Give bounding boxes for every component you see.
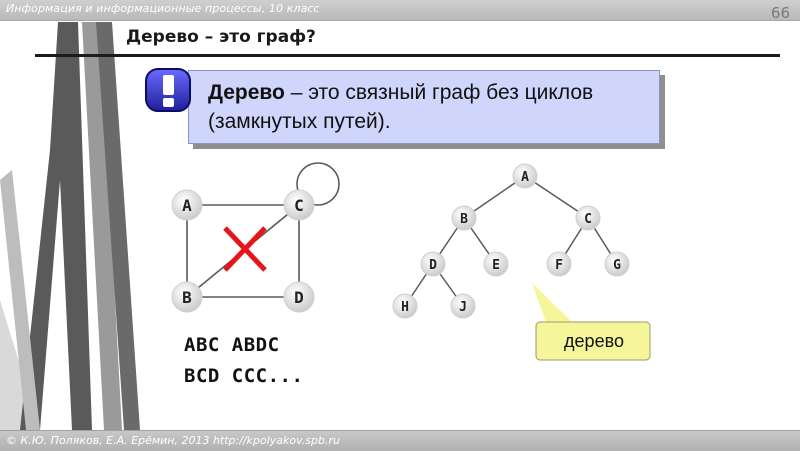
course-title: Информация и информационные процессы, 10… — [6, 2, 320, 15]
exclamation-icon — [145, 68, 191, 112]
cycle-list-line-2: BCD CCC... — [184, 365, 304, 387]
svg-text:E: E — [492, 258, 500, 273]
tree-label: дерево — [564, 331, 624, 351]
stripe-dark-1 — [20, 22, 92, 430]
slide-title: Дерево – это граф? — [126, 27, 316, 47]
graph1-node-b: B — [171, 281, 203, 313]
cycle-list-line-1: ABC ABDC — [184, 334, 280, 356]
svg-text:D: D — [429, 258, 437, 273]
svg-text:C: C — [584, 212, 592, 227]
tree-node-g: G — [604, 251, 630, 277]
stripe-gray-2 — [0, 170, 40, 430]
stripe-dark-2 — [96, 22, 140, 430]
graph1-node-d: D — [283, 281, 315, 313]
svg-text:D: D — [294, 288, 304, 307]
definition-term: Дерево — [208, 81, 285, 104]
tree-node-b: B — [451, 205, 477, 231]
svg-text:A: A — [182, 196, 192, 215]
tree-node-e: E — [483, 251, 509, 277]
definition-text: Дерево – это связный граф без циклов (за… — [208, 78, 648, 136]
page-number: 66 — [770, 4, 790, 22]
tree-node-c: C — [575, 205, 601, 231]
definition-body: – это связный граф без циклов (замкнутых… — [208, 81, 594, 133]
tree-node-f: F — [546, 251, 572, 277]
svg-text:H: H — [401, 300, 409, 315]
tree-node-j: J — [450, 293, 476, 319]
top-bar: Информация и информационные процессы, 10… — [0, 0, 800, 21]
svg-text:G: G — [613, 258, 621, 273]
svg-text:C: C — [294, 196, 304, 215]
footer-copyright: © К.Ю. Поляков, Е.А. Ерёмин, 2013 http:/… — [6, 434, 340, 447]
tree-label-bubble — [532, 283, 651, 361]
tree-edge-a-c — [524, 175, 589, 219]
graph1-node-a: A — [171, 189, 203, 221]
footer-bar: © К.Ю. Поляков, Е.А. Ерёмин, 2013 http:/… — [0, 430, 800, 451]
svg-text:B: B — [182, 288, 192, 307]
graph1-node-c: C — [283, 189, 315, 221]
title-underline — [35, 54, 780, 57]
tree-node-d: D — [420, 251, 446, 277]
svg-text:J: J — [459, 300, 467, 315]
edge-c-loop — [296, 162, 340, 206]
tree-node-h: H — [392, 293, 418, 319]
tree-node-a: A — [512, 163, 538, 189]
stripe-gray-1 — [82, 22, 122, 430]
svg-text:F: F — [555, 258, 563, 273]
cross-mark-icon — [223, 226, 267, 272]
definition-callout — [188, 70, 660, 144]
svg-text:B: B — [460, 212, 468, 227]
svg-text:A: A — [521, 170, 529, 185]
